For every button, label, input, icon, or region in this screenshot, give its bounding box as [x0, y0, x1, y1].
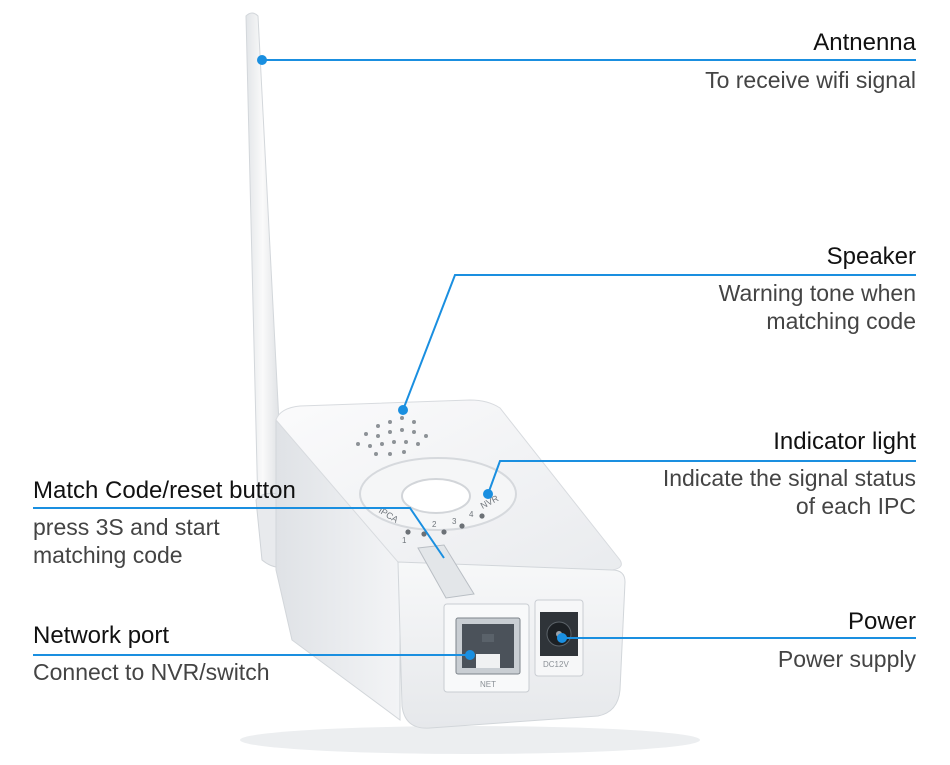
network-port — [443, 603, 530, 693]
led-number-2: 2 — [432, 520, 437, 529]
antenna-title: Antnenna — [813, 29, 916, 56]
speaker-desc-line-1: Warning tone when — [718, 280, 916, 306]
dc-port-label: DC12V — [543, 660, 569, 669]
indicator-ring — [359, 457, 517, 537]
network-dot — [465, 650, 475, 660]
match-desc-line-2: matching code — [33, 542, 183, 568]
indicator-desc-line-1: Indicate the signal status — [662, 465, 916, 491]
indicator-dot — [483, 489, 493, 499]
match-desc-line-1: press 3S and start — [33, 514, 220, 540]
power-title: Power — [847, 608, 916, 635]
indicator-title: Indicator light — [773, 428, 916, 455]
indicator-leader — [487, 460, 916, 495]
network-desc: Connect to NVR/switch — [33, 659, 270, 685]
power-dot — [557, 633, 567, 643]
speaker-grille — [356, 416, 428, 456]
antenna-dot — [257, 55, 267, 65]
match-title: Match Code/reset button — [33, 477, 296, 504]
device-shadow — [240, 726, 700, 754]
speaker-leader — [402, 274, 916, 411]
antenna-desc: To receive wifi signal — [705, 67, 916, 93]
led-number-4: 4 — [469, 510, 474, 519]
speaker-desc-line-2: matching code — [766, 308, 916, 334]
speaker-dot — [398, 405, 408, 415]
led-number-1: 1 — [402, 536, 407, 545]
network-title: Network port — [33, 622, 170, 649]
speaker-title: Speaker — [826, 243, 916, 270]
net-port-label: NET — [480, 680, 496, 689]
indicator-desc-line-2: of each IPC — [795, 493, 916, 519]
match-leader — [33, 507, 445, 559]
power-desc: Power supply — [777, 646, 916, 672]
led-number-3: 3 — [452, 517, 457, 526]
